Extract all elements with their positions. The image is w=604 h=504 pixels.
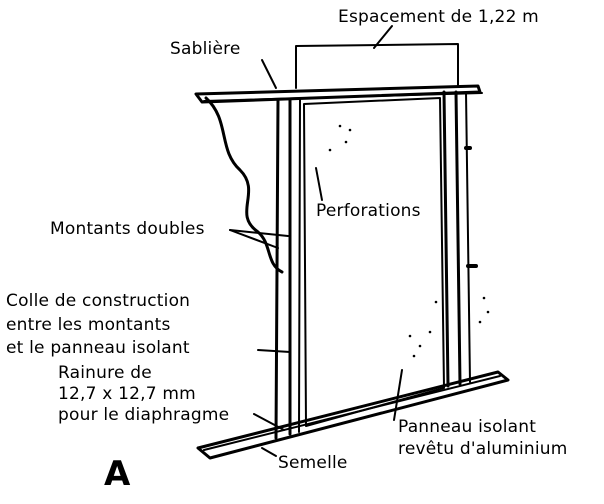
cutaway-line <box>204 96 284 274</box>
perforations-label: Perforations <box>316 201 421 221</box>
right-stud-edge <box>465 91 471 383</box>
top-plate-label: Sablière <box>170 39 241 59</box>
leader-studs-1 <box>229 229 279 249</box>
leader-adhesive <box>257 349 291 353</box>
leader-top-plate <box>261 59 277 89</box>
top-plate <box>194 84 482 104</box>
leader-bottom-plate <box>261 447 277 457</box>
panel-label-line-2: revêtu d'aluminium <box>398 439 568 459</box>
groove-label-line-3: pour le diaphragme <box>58 405 230 425</box>
double-studs-label: Montants doubles <box>50 219 205 239</box>
adhesive-label-line-2: entre les montants <box>6 315 171 335</box>
panel-label-line-1: Panneau isolant <box>398 417 537 437</box>
leader-spacing <box>373 25 393 49</box>
top-plate-lower-edge <box>203 92 483 102</box>
leader-panel <box>393 369 403 421</box>
adhesive-label-line-1: Colle de construction <box>6 291 191 311</box>
right-stud-inner <box>454 90 462 386</box>
groove-label-line-2: 12,7 x 12,7 mm <box>58 384 196 404</box>
perforation-dots <box>328 124 490 358</box>
spacing-label: Espacement de 1,22 m <box>338 7 539 27</box>
left-stud-edge <box>298 99 301 433</box>
leader-perforations <box>315 167 323 201</box>
right-stud-outer <box>442 90 450 388</box>
insulating-panel <box>303 97 445 427</box>
spacing-bracket <box>295 43 459 89</box>
bottom-plate-label: Semelle <box>278 453 348 473</box>
leader-groove <box>253 413 285 431</box>
adhesive-label-line-3: et le panneau isolant <box>6 338 190 358</box>
groove-label-line-1: Rainure de <box>58 363 152 383</box>
figure-letter: A <box>104 454 131 494</box>
